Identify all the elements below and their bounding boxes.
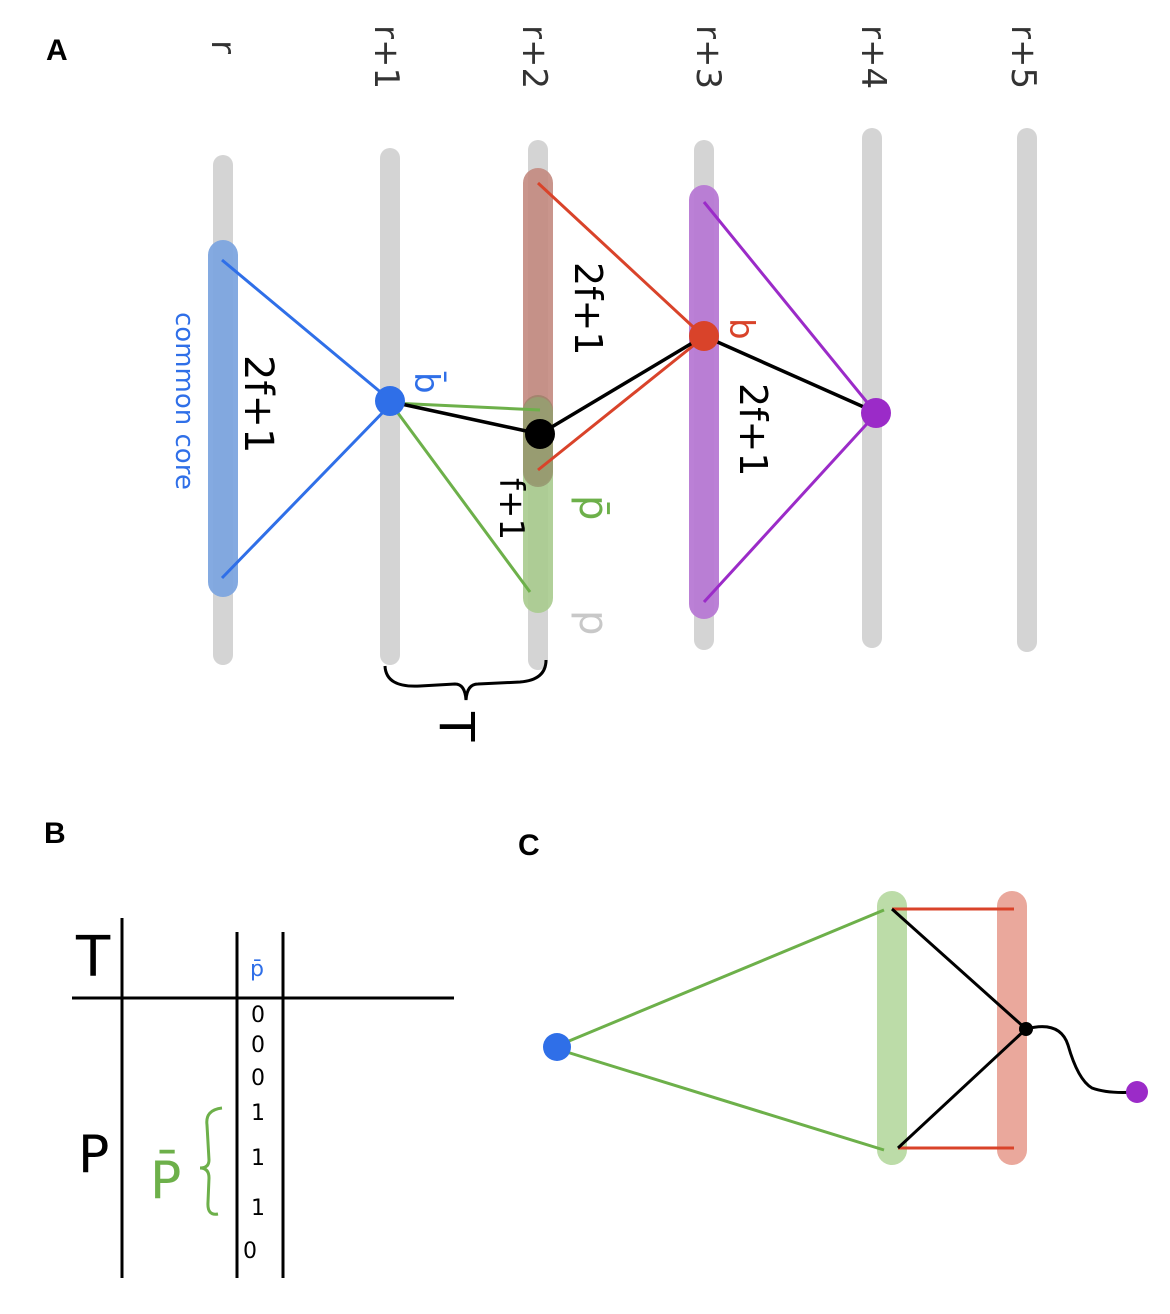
round-label-r4: r+4 bbox=[853, 25, 893, 89]
round-label-r2: r+2 bbox=[514, 25, 554, 89]
round-label-r3: r+3 bbox=[688, 25, 728, 89]
black-edges-c bbox=[890, 907, 1137, 1150]
green-threshold-label: f+1 bbox=[491, 478, 531, 540]
table-cell: 1 bbox=[251, 1101, 265, 1126]
table-column-header: p̄ bbox=[250, 957, 264, 982]
green-edges bbox=[390, 401, 541, 593]
black-node-c bbox=[1019, 1022, 1033, 1036]
panel-c-label: C bbox=[518, 829, 540, 862]
panel-a-label: A bbox=[46, 34, 68, 67]
red-triangle bbox=[536, 181, 706, 472]
black-path bbox=[391, 334, 876, 436]
table-cell: 0 bbox=[251, 1003, 265, 1028]
table-row-T: T bbox=[75, 925, 111, 990]
table-cell: 1 bbox=[251, 1196, 265, 1221]
table-grid bbox=[72, 918, 454, 1278]
blue-node-c bbox=[543, 1033, 571, 1061]
purple-node bbox=[861, 398, 891, 428]
black-node bbox=[525, 419, 555, 449]
red-node bbox=[689, 321, 719, 351]
round-label-r1: r+1 bbox=[366, 25, 406, 89]
green-edges-c bbox=[556, 908, 885, 1152]
purple-triangle bbox=[702, 201, 877, 604]
b-label: b bbox=[721, 318, 761, 340]
brace-T-label: T bbox=[428, 711, 484, 742]
blue-node bbox=[375, 386, 405, 416]
purple-node-c bbox=[1126, 1081, 1148, 1103]
red-edges-c bbox=[892, 907, 1014, 1150]
brace-T bbox=[383, 659, 548, 701]
table-cell: 0 bbox=[251, 1066, 265, 1091]
table-cell: 0 bbox=[251, 1033, 265, 1058]
round-label-r5: r+5 bbox=[1003, 25, 1043, 89]
p-bar-label: p̄ bbox=[570, 495, 616, 520]
table-cell: 1 bbox=[251, 1146, 265, 1171]
red-threshold-label: 2f+1 bbox=[566, 262, 610, 356]
purple-threshold-label: 2f+1 bbox=[731, 383, 775, 477]
panel-b-label: B bbox=[44, 817, 66, 850]
table-column-values: 0 0 0 1 1 1 0 bbox=[243, 1003, 265, 1264]
p-label: p bbox=[570, 610, 616, 635]
table-cell: 0 bbox=[243, 1239, 257, 1264]
table-row-P: P bbox=[78, 1125, 109, 1185]
blue-threshold-label: 2f+1 bbox=[235, 355, 281, 454]
common-core-label: common core bbox=[169, 312, 199, 490]
pbar-brace bbox=[199, 1106, 223, 1216]
blue-triangle bbox=[220, 258, 392, 580]
round-label-r: r bbox=[203, 40, 243, 54]
pbar-subset-label: P̄ bbox=[150, 1150, 181, 1211]
b-bar-label: b̄ bbox=[406, 371, 447, 393]
